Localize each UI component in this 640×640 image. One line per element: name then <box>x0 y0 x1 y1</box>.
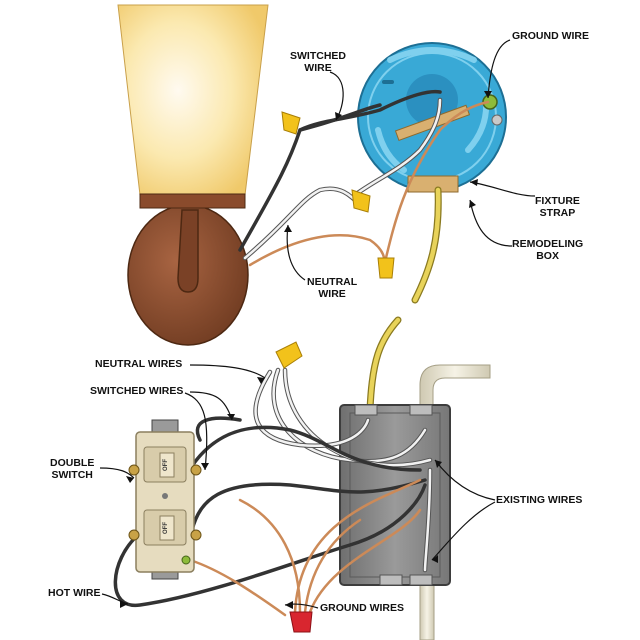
fixture-wires <box>238 89 490 304</box>
leader-remodeling-box <box>469 199 513 247</box>
leader-existing-wires-1 <box>434 459 496 501</box>
fixture-strap <box>394 104 503 193</box>
conduit <box>419 364 491 640</box>
label-ground-wire: GROUND WIRE <box>512 30 589 42</box>
fixture-arm <box>177 209 199 293</box>
leader-arrows <box>120 91 492 609</box>
leader-neutral-wire <box>286 224 306 281</box>
leader-fixture-strap <box>469 181 536 197</box>
leader-switched-wires-2 <box>184 392 208 471</box>
leader-double-switch <box>99 467 135 479</box>
remodeling-box <box>357 42 507 193</box>
wire-nut-red <box>289 611 313 633</box>
label-neutral-wires: NEUTRAL WIRES <box>95 358 183 370</box>
double-switch: OFF OFF <box>128 419 202 580</box>
wire-nut <box>377 257 395 279</box>
label-switched-wires: SWITCHED WIRES <box>90 385 184 397</box>
shade-base <box>139 193 246 209</box>
leader-existing-wires-2 <box>431 501 496 561</box>
leader-neutral-wires <box>189 364 266 379</box>
label-existing-wires: EXISTING WIRES <box>496 494 583 506</box>
wire-nut <box>281 111 301 135</box>
switch-bottom-off-text: OFF <box>163 522 169 534</box>
feed-cable <box>366 316 402 414</box>
leader-switched-wires-1 <box>189 391 233 421</box>
label-ground-wires: GROUND WIRES <box>320 602 404 614</box>
switch-top-off-text: OFF <box>163 459 169 471</box>
leader-ground-wire <box>487 39 511 99</box>
light-fixture <box>117 4 269 346</box>
wire-nut <box>351 189 371 213</box>
wire-nut <box>275 341 303 369</box>
lamp-shade <box>117 4 269 196</box>
switch-wires <box>113 367 433 617</box>
label-hot-wire: HOT WIRE <box>48 587 101 599</box>
wire-nuts-switch <box>275 341 313 633</box>
wire-nuts-fixture <box>281 111 395 279</box>
